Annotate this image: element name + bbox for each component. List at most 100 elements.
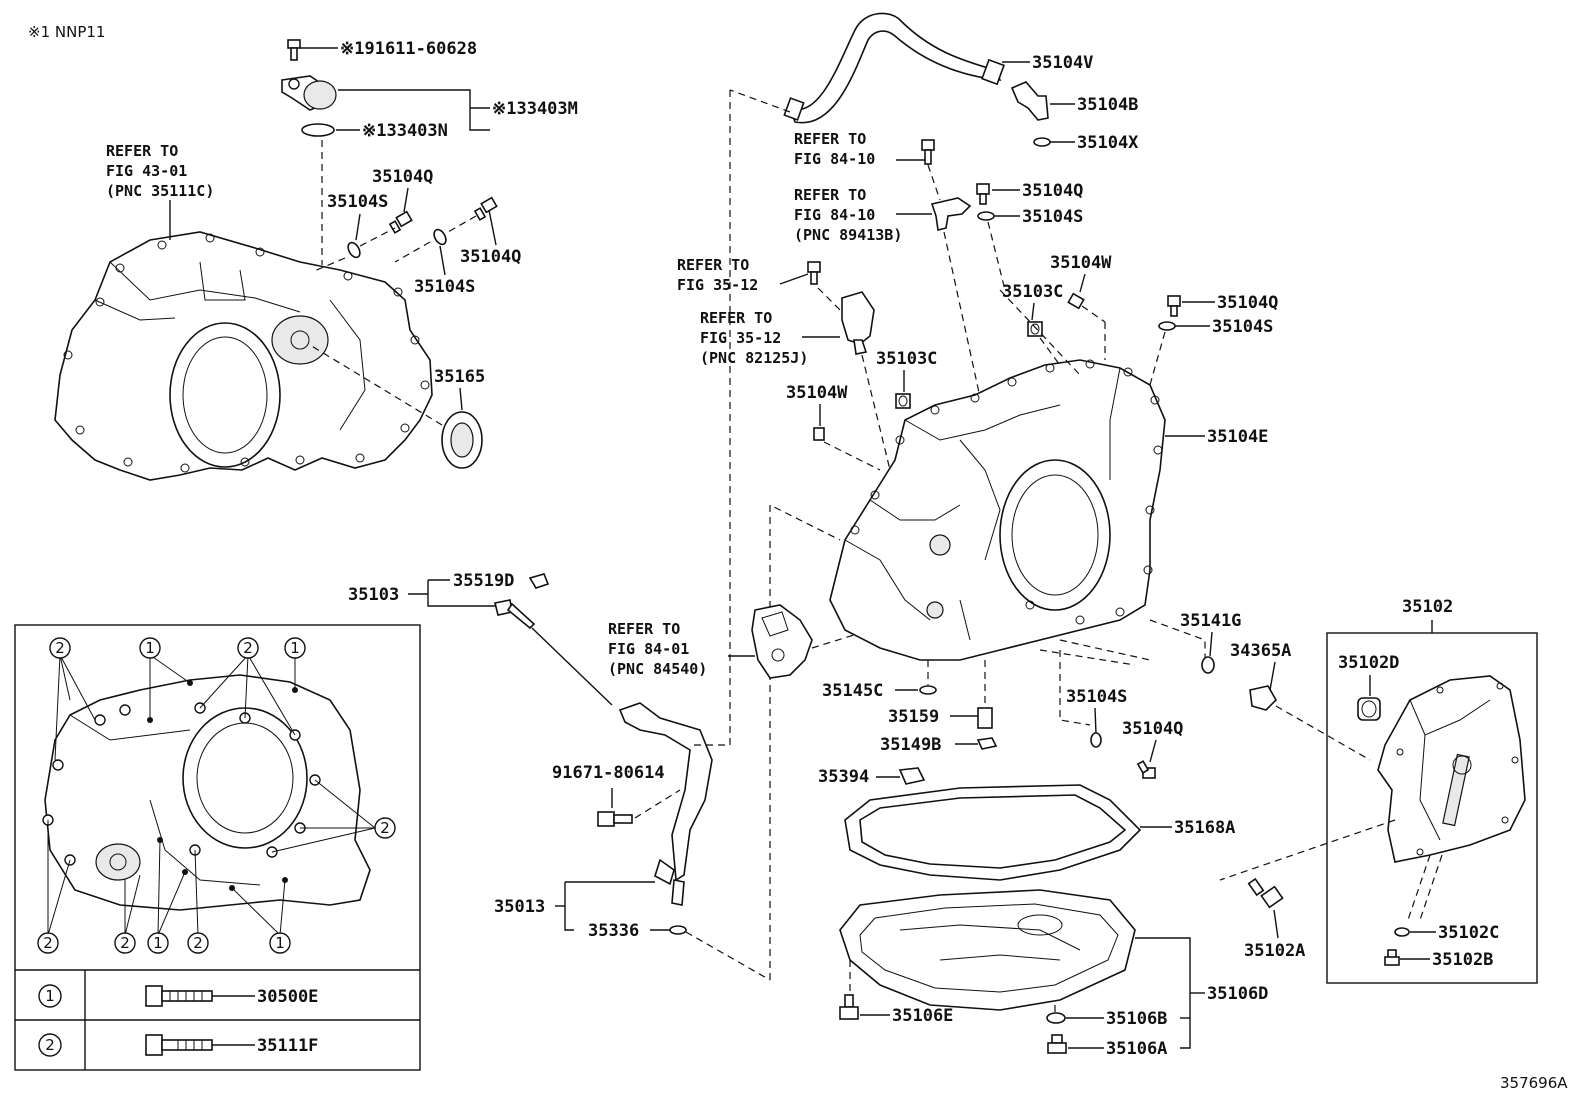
svg-text:1: 1 xyxy=(145,639,155,657)
breather-hose-35104V xyxy=(783,12,1005,124)
label-35145C: 35145C xyxy=(822,681,883,701)
label-35104B: 35104B xyxy=(1077,95,1138,115)
oring-35104S-e xyxy=(1090,732,1102,748)
label-35104S-e: 35104S xyxy=(1066,687,1127,707)
bolt-35104Q-d xyxy=(1167,295,1181,317)
gasket-35106B xyxy=(1046,1012,1066,1024)
oring-35141G xyxy=(1201,656,1215,674)
gasket-35168A xyxy=(844,784,1142,881)
inset-mark-2-bottom-a: 2 xyxy=(37,932,59,954)
label-35336: 35336 xyxy=(588,921,639,941)
label-35103: 35103 xyxy=(348,585,399,605)
label-35104S-b: 35104S xyxy=(414,277,475,297)
label-35141G: 35141G xyxy=(1180,611,1241,631)
plug-35102D xyxy=(1357,697,1381,721)
sensor-82125J xyxy=(841,291,875,355)
svg-text:2: 2 xyxy=(43,934,53,952)
sensor-33403M xyxy=(281,75,337,111)
label-35104Q-e: 35104Q xyxy=(1122,719,1183,739)
svg-text:1: 1 xyxy=(45,987,55,1005)
speed-sensor-89413B xyxy=(930,197,972,231)
ref-fig84-10b-line2: FIG 84-10 xyxy=(794,206,875,224)
label-35159: 35159 xyxy=(888,707,939,727)
header-note: ※1 NNP11 xyxy=(28,23,105,41)
pin-35104W-a xyxy=(1067,292,1085,310)
bolt-35104Q-c xyxy=(976,183,990,205)
oring-35104S-c xyxy=(977,211,995,221)
label-35104E: 35104E xyxy=(1207,427,1268,447)
ref-fig35-12b-line3: (PNC 82125J) xyxy=(700,349,808,367)
label-35102C: 35102C xyxy=(1438,923,1499,943)
legend-part-30500E: 30500E xyxy=(257,987,318,1007)
bolt-35102A xyxy=(1247,877,1284,909)
plug-35103C-a xyxy=(1027,321,1043,337)
bolt-35104Q-b xyxy=(473,196,498,221)
label-35104X: 35104X xyxy=(1077,133,1139,153)
plug-35102B xyxy=(1384,949,1400,966)
svg-text:1: 1 xyxy=(153,934,163,952)
oring-35104S-b xyxy=(433,228,447,246)
legend-row-2: 2 35111F xyxy=(38,1033,318,1057)
ref-fig84-10b-line3: (PNC 89413B) xyxy=(794,226,902,244)
drain-plug-35106A xyxy=(1047,1034,1067,1054)
part-35149B xyxy=(976,737,998,750)
label-35102B: 35102B xyxy=(1432,950,1493,970)
legend-part-35111F: 35111F xyxy=(257,1036,318,1056)
oring-35336 xyxy=(669,925,687,935)
svg-text:2: 2 xyxy=(193,934,203,952)
ref-fig43-line2: FIG 43-01 xyxy=(106,162,187,180)
clip-35519D xyxy=(528,573,550,589)
label-35102D: 35102D xyxy=(1338,653,1399,673)
inset-mark-1-topright: 1 xyxy=(284,637,306,659)
svg-text:2: 2 xyxy=(45,1036,55,1054)
label-35104Q-c: 35104Q xyxy=(1022,181,1083,201)
housing-bolt-holes xyxy=(63,233,430,473)
label-35104Q-a: 35104Q xyxy=(372,167,433,187)
transaxle-housing-left xyxy=(54,231,433,481)
ref-fig35-12b-line2: FIG 35-12 xyxy=(700,329,781,347)
label-35106A: 35106A xyxy=(1106,1039,1167,1059)
bolt-inset: 2 1 2 1 2 2 2 1 2 1 1 30500E 2 35111F xyxy=(14,624,421,1071)
dipstick-35103 xyxy=(494,599,613,706)
label-35106B: 35106B xyxy=(1106,1009,1167,1029)
ref-fig43-line3: (PNC 35111C) xyxy=(106,182,214,200)
inset-mark-2-bottom-b: 2 xyxy=(114,932,136,954)
label-35102A: 35102A xyxy=(1244,941,1305,961)
bolt-91671 xyxy=(597,811,633,827)
ref-fig43-line1: REFER TO xyxy=(106,142,178,160)
clip-34365A xyxy=(1249,685,1277,711)
label-33403N: ※133403N xyxy=(362,121,448,141)
ref-fig84-10b-line1: REFER TO xyxy=(794,186,866,204)
label-35165: 35165 xyxy=(434,367,485,387)
label-35104W-a: 35104W xyxy=(1050,253,1112,273)
label-35104W-b: 35104W xyxy=(786,383,848,403)
magnet-35394 xyxy=(898,767,926,785)
pin-35104W-b xyxy=(813,427,825,441)
bolt-35104Q-e xyxy=(1136,760,1156,779)
ref-fig84-01-line2: FIG 84-01 xyxy=(608,640,689,658)
oring-35104X xyxy=(1033,137,1051,147)
oring-35102C xyxy=(1394,927,1410,937)
ref-fig84-10a-line1: REFER TO xyxy=(794,130,866,148)
label-33403M: ※133403M xyxy=(492,99,578,119)
label-35102: 35102 xyxy=(1402,597,1453,617)
label-91611: ※191611-60628 xyxy=(340,39,477,59)
svg-text:2: 2 xyxy=(243,639,253,657)
washer-35145C xyxy=(919,685,937,695)
svg-text:2: 2 xyxy=(120,934,130,952)
label-35149B: 35149B xyxy=(880,735,941,755)
label-35103C-b: 35103C xyxy=(876,349,937,369)
label-35394: 35394 xyxy=(818,767,869,787)
case-bolt-holes xyxy=(850,359,1163,625)
inset-mark-1-bottom-a: 1 xyxy=(147,932,169,954)
label-35104S-d: 35104S xyxy=(1212,317,1273,337)
oring-35104S-d xyxy=(1158,321,1176,331)
plug-35103C-b xyxy=(895,393,911,409)
inset-mark-1-bottom-b: 1 xyxy=(269,932,291,954)
extension-housing-35102 xyxy=(1377,675,1526,863)
oil-pan-35106D xyxy=(839,889,1136,1011)
label-35013: 35013 xyxy=(494,897,545,917)
svg-text:1: 1 xyxy=(290,639,300,657)
bolt-fig35-12 xyxy=(807,261,821,285)
